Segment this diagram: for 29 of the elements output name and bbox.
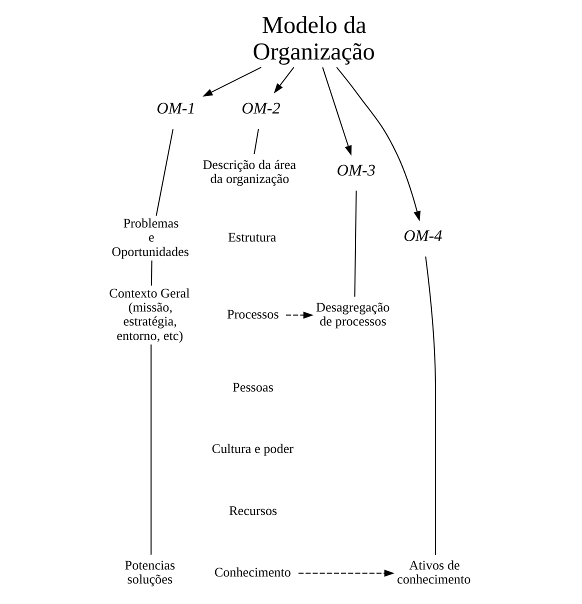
node-text: Contexto Geral (missão, estratégia, entorno, etc) bbox=[108, 285, 190, 343]
node-text: OM-2 bbox=[241, 100, 280, 118]
node-text: Modelo da Organização bbox=[252, 12, 374, 66]
connector bbox=[155, 129, 173, 216]
connector bbox=[354, 190, 356, 297]
node-text: Processos bbox=[226, 306, 278, 322]
arrow bbox=[273, 67, 294, 94]
label: Estrutura bbox=[228, 230, 276, 245]
arrow bbox=[286, 312, 313, 319]
node-text: Conhecimento bbox=[214, 564, 290, 580]
node-text: Potencias soluções bbox=[124, 558, 175, 587]
node-text: OM-4 bbox=[403, 227, 442, 246]
connector bbox=[150, 344, 152, 555]
connector bbox=[424, 256, 436, 555]
node-text: Ativos de conhecimento bbox=[396, 558, 470, 587]
arrow bbox=[336, 66, 420, 222]
arrow bbox=[298, 570, 394, 577]
connector bbox=[150, 260, 152, 286]
node-text: Desagregação de processos bbox=[316, 300, 390, 329]
node-text: OM-1 bbox=[156, 100, 195, 118]
node-text: Problemas e Oportunidades bbox=[111, 216, 188, 259]
connector bbox=[253, 128, 258, 154]
arrow bbox=[322, 67, 352, 156]
node-text: OM-3 bbox=[336, 161, 375, 180]
label: Pessoas bbox=[232, 379, 273, 394]
label: Cultura e poder bbox=[211, 441, 294, 456]
node-text: Descrição da área da organização bbox=[202, 156, 296, 186]
arrow bbox=[202, 66, 261, 97]
label: Recursos bbox=[228, 502, 277, 518]
